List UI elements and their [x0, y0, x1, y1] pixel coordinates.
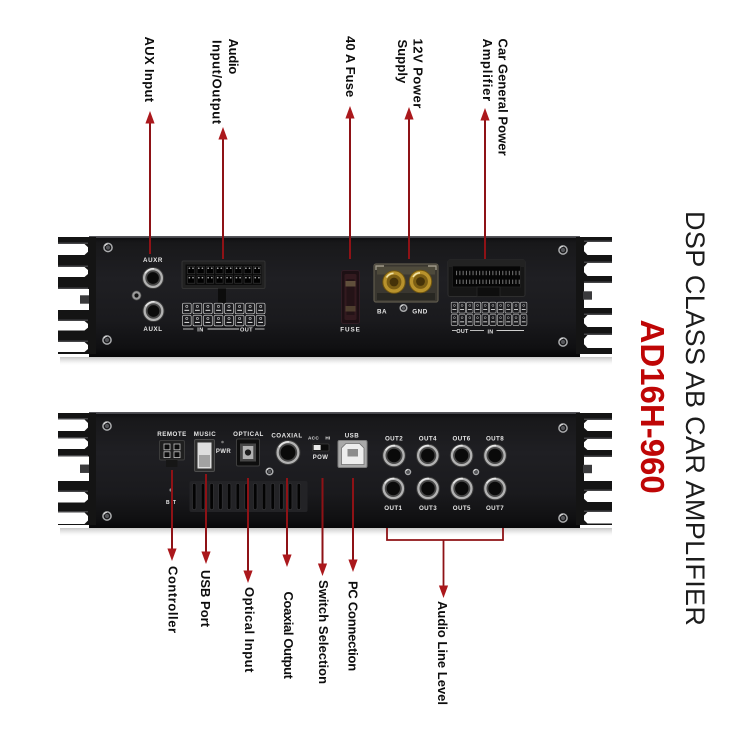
svg-text:Audio Line Level: Audio Line Level	[435, 601, 450, 705]
svg-text:Controller: Controller	[166, 566, 181, 634]
svg-text:DSP CLASS AB CAR AMPLIFIER: DSP CLASS AB CAR AMPLIFIER	[680, 211, 710, 626]
svg-text:AUX Input: AUX Input	[142, 37, 157, 103]
svg-text:OUT4: OUT4	[419, 436, 437, 443]
svg-text:REMOTE: REMOTE	[157, 431, 186, 438]
svg-text:IN: IN	[197, 327, 203, 333]
svg-text:Coaxial Output: Coaxial Output	[281, 592, 296, 680]
svg-text:OUT2: OUT2	[385, 436, 403, 443]
svg-text:USB Port: USB Port	[198, 570, 213, 628]
svg-text:AUXR: AUXR	[143, 257, 163, 264]
svg-text:12V Power: 12V Power	[411, 39, 426, 109]
svg-text:HI: HI	[325, 436, 330, 441]
svg-text:Car General Power: Car General Power	[496, 39, 511, 156]
svg-text:Switch Selection: Switch Selection	[316, 580, 331, 684]
svg-text:OUT1: OUT1	[384, 505, 402, 512]
svg-text:BA: BA	[377, 309, 387, 316]
svg-text:40 A Fuse: 40 A Fuse	[343, 36, 358, 97]
svg-text:AUXL: AUXL	[143, 326, 162, 333]
svg-text:OUT6: OUT6	[453, 436, 471, 443]
svg-text:OPTICAL: OPTICAL	[233, 431, 264, 438]
svg-text:Supply: Supply	[395, 40, 410, 85]
svg-text:AD16H-960: AD16H-960	[634, 320, 671, 494]
svg-text:Audio: Audio	[226, 39, 241, 75]
svg-text:POW: POW	[313, 455, 329, 461]
svg-text:PWR: PWR	[216, 449, 231, 455]
svg-text:OUT3: OUT3	[419, 505, 437, 512]
svg-text:IN: IN	[488, 329, 494, 335]
svg-text:GND: GND	[412, 309, 428, 316]
svg-text:MUSIC: MUSIC	[194, 431, 216, 438]
svg-text:OUT: OUT	[456, 329, 469, 335]
svg-text:OUT7: OUT7	[486, 505, 504, 512]
svg-text:Optical Input: Optical Input	[242, 587, 257, 673]
svg-text:OUT: OUT	[240, 327, 253, 333]
svg-text:PC Connection: PC Connection	[346, 581, 361, 671]
svg-text:Input/Output: Input/Output	[210, 40, 225, 125]
svg-text:OUT8: OUT8	[486, 436, 504, 443]
svg-text:Amplifier: Amplifier	[480, 39, 495, 103]
svg-text:FUSE: FUSE	[340, 327, 360, 334]
svg-text:COAXIAL: COAXIAL	[271, 433, 302, 440]
svg-text:OUT5: OUT5	[453, 505, 471, 512]
svg-text:ACC: ACC	[308, 436, 319, 441]
svg-text:USB: USB	[345, 433, 360, 440]
